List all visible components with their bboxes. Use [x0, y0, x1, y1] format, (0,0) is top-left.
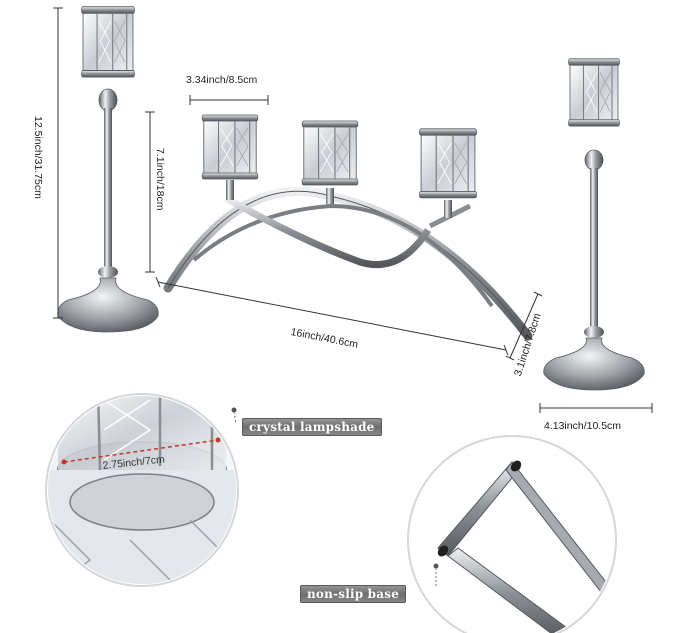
three-cup-centerpiece [163, 114, 533, 341]
cup-diameter-label: 3.34inch/8.5cm [186, 74, 258, 86]
tall-holder-height-label: 12.5inch/31.75cm [32, 116, 44, 199]
crystal-lampshade-tag: crystal lampshade [242, 418, 382, 436]
centerpiece-height-label: 7.1inch/18cm [154, 148, 166, 211]
dimension-lines [53, 7, 653, 413]
tall-candle-holder-right [543, 58, 645, 391]
base-diameter-label: 4.13inch/10.5cm [544, 420, 622, 432]
non-slip-base-tag: non-slip base [300, 585, 407, 603]
non-slip-base-detail [407, 435, 617, 633]
tall-candle-holder-left [57, 5, 159, 333]
crystal-lampshade-detail [45, 393, 239, 587]
